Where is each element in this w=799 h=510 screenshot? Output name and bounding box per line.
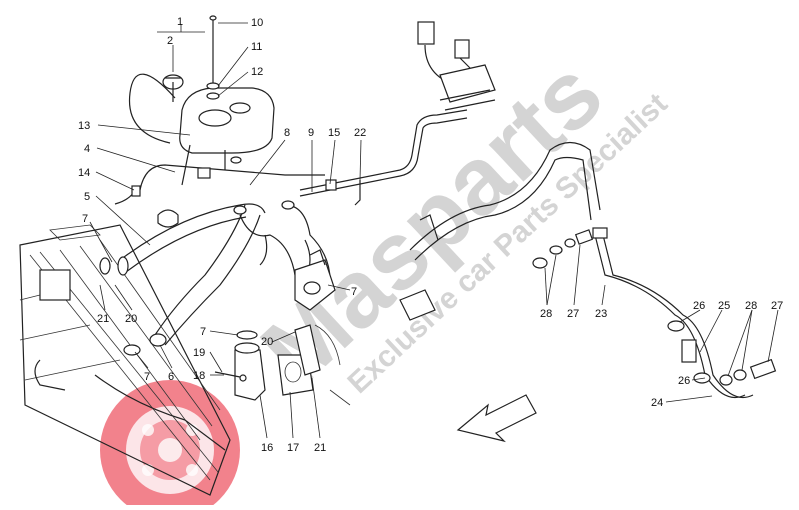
tank-cap bbox=[128, 73, 184, 144]
expansion-tank bbox=[179, 87, 275, 186]
callout-10: 10 bbox=[251, 17, 263, 29]
callout-13: 13 bbox=[78, 120, 90, 132]
callout-21-b: 21 bbox=[314, 442, 326, 454]
callout-7-a: 7 bbox=[82, 213, 88, 225]
thermostat-gasket bbox=[277, 324, 321, 396]
thermostat-housing bbox=[214, 330, 266, 401]
callout-7-c: 7 bbox=[200, 326, 206, 338]
heater-pipe bbox=[299, 109, 468, 206]
engine-outlet bbox=[294, 249, 351, 406]
tank-small-hose bbox=[114, 164, 325, 205]
callout-24: 24 bbox=[651, 397, 663, 409]
callout-9: 9 bbox=[308, 127, 314, 139]
callout-27-b: 27 bbox=[771, 300, 783, 312]
lower-radiator-hose bbox=[123, 204, 261, 356]
callout-27-a: 27 bbox=[567, 308, 579, 320]
direction-arrow bbox=[456, 394, 537, 443]
upper-radiator-hose bbox=[99, 203, 266, 276]
callout-28-a: 28 bbox=[540, 308, 552, 320]
return-line bbox=[592, 227, 754, 399]
callout-28-b: 28 bbox=[745, 300, 757, 312]
callout-6: 6 bbox=[168, 371, 174, 383]
callout-14: 14 bbox=[78, 167, 90, 179]
callout-26-b: 26 bbox=[678, 375, 690, 387]
callout-7-b: 7 bbox=[144, 371, 150, 383]
callout-26-a: 26 bbox=[693, 300, 705, 312]
callout-25: 25 bbox=[718, 300, 730, 312]
radiator bbox=[19, 224, 231, 496]
callout-labels: 1 2 10 11 12 13 4 14 5 7 8 9 15 22 21 20… bbox=[78, 16, 783, 454]
tank-bolt bbox=[206, 15, 220, 100]
watermark-logo bbox=[100, 380, 240, 510]
callout-11: 11 bbox=[251, 41, 262, 53]
leader-lines bbox=[89, 22, 779, 439]
callout-18: 18 bbox=[193, 370, 205, 382]
callout-7-d: 7 bbox=[351, 286, 357, 298]
callout-1: 1 bbox=[177, 16, 183, 28]
callout-17: 17 bbox=[287, 442, 299, 454]
callout-4: 4 bbox=[84, 143, 90, 155]
heater-hose bbox=[399, 141, 601, 321]
lower-fittings bbox=[719, 358, 777, 386]
callout-5: 5 bbox=[84, 191, 90, 203]
callout-2: 2 bbox=[167, 35, 173, 47]
callout-21-a: 21 bbox=[97, 313, 109, 325]
callout-20-a: 20 bbox=[125, 313, 137, 325]
callout-23: 23 bbox=[595, 308, 607, 320]
sensor-harness bbox=[417, 21, 496, 111]
callout-16: 16 bbox=[261, 442, 273, 454]
callout-8: 8 bbox=[284, 127, 290, 139]
callout-19: 19 bbox=[193, 347, 205, 359]
callout-12: 12 bbox=[251, 66, 263, 78]
y-hose bbox=[233, 200, 331, 281]
callout-15: 15 bbox=[328, 127, 340, 139]
callout-22: 22 bbox=[354, 127, 366, 139]
upper-fittings bbox=[532, 229, 594, 269]
callout-20-b: 20 bbox=[261, 336, 273, 348]
